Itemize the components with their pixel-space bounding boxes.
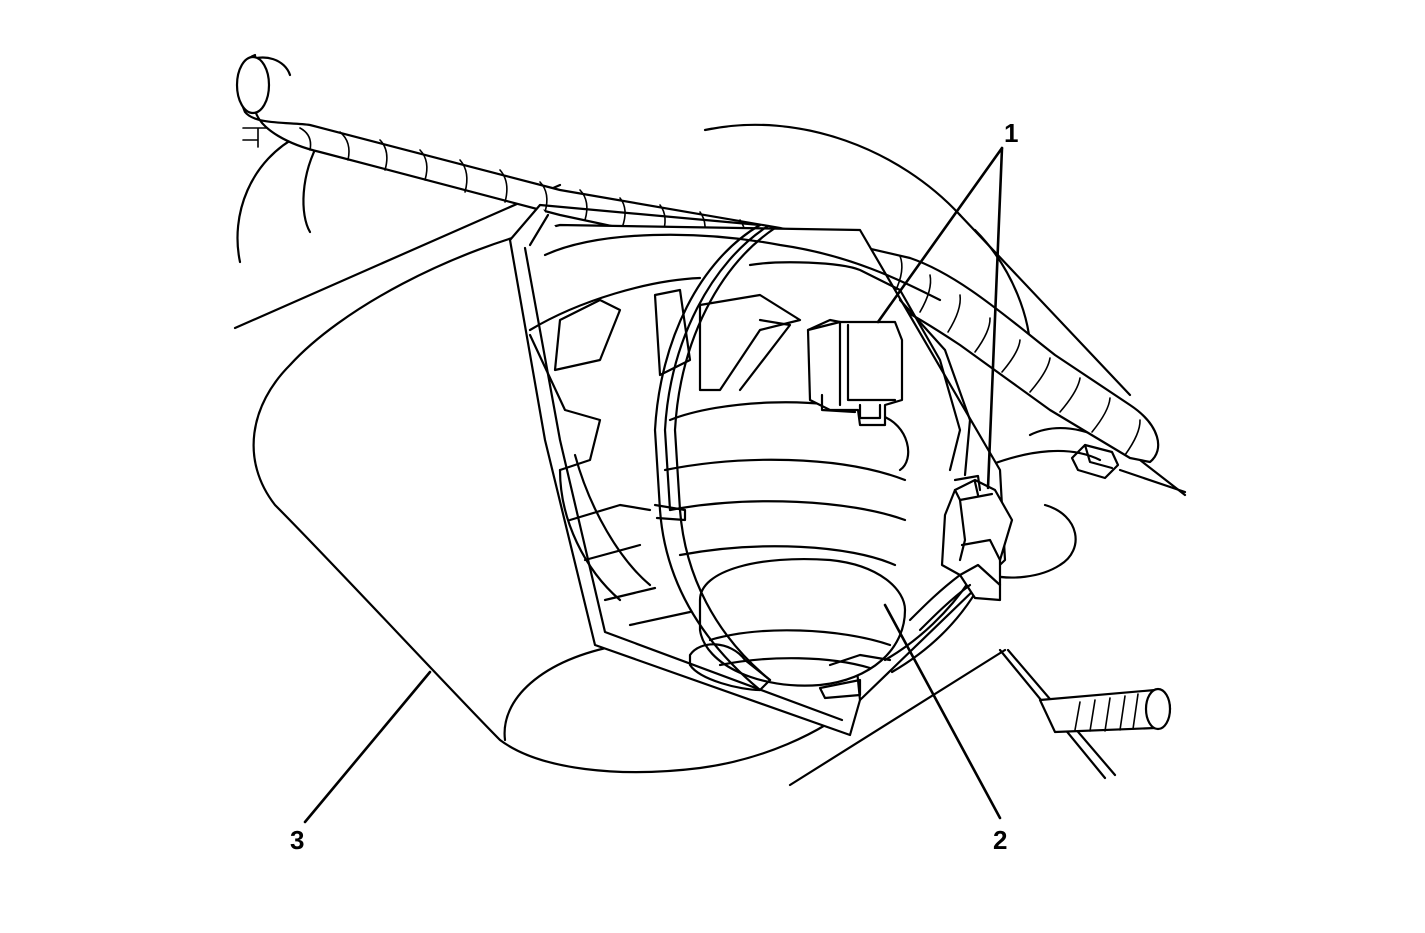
leader-1-a <box>876 146 1004 324</box>
callout-labels: 1 2 3 <box>290 118 1018 855</box>
callout-leaders <box>303 146 1004 824</box>
lower-wiring-harness <box>1038 687 1172 734</box>
mounting-strap <box>653 223 982 692</box>
upper-wiring-harness <box>235 53 1160 464</box>
callout-1: 1 <box>1004 118 1018 148</box>
speaker-connector-upper <box>806 318 904 427</box>
leader-2 <box>883 603 1002 820</box>
leader-1-b <box>986 146 1004 490</box>
callout-2: 2 <box>993 825 1007 855</box>
leader-3 <box>303 670 432 824</box>
speaker-cone <box>528 233 972 700</box>
dash-panel-outline <box>233 123 1187 787</box>
callout-3: 3 <box>290 825 304 855</box>
